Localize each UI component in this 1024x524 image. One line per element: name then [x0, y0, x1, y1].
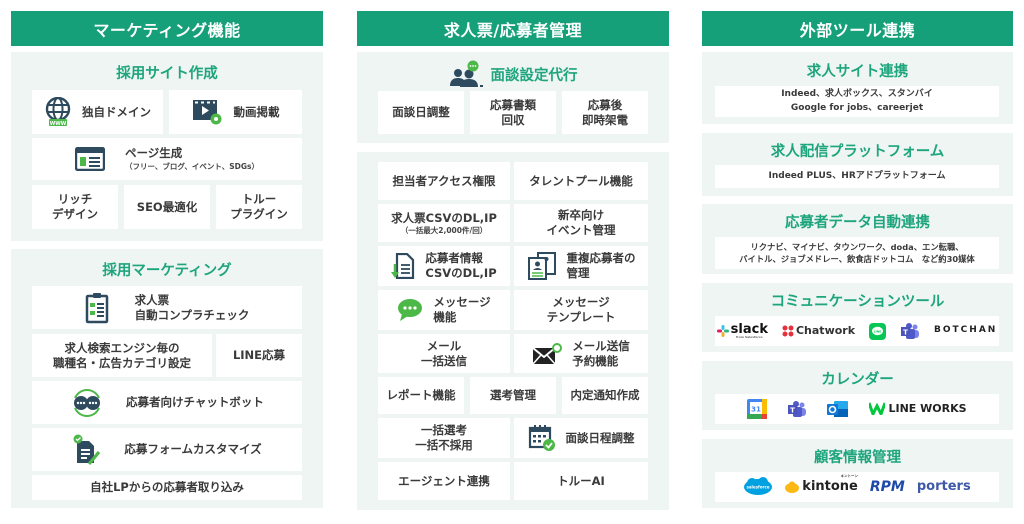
feature-page-generation: ページ生成 （フリー、ブログ、イベント、SDGs）: [32, 138, 302, 180]
feature-selection-management: 選考管理: [470, 377, 556, 414]
porters-logo: porters: [916, 478, 971, 494]
job-site-list: Indeed、求人ボックス、スタンバイ Google for jobs、care…: [715, 86, 999, 117]
section-title-communication: コミュニケーションツール: [770, 294, 945, 310]
column-job-applicant-management: 求人票/応募者管理 面談設定代行 面談日調整 応募書類 回収 応募後 即時架電 …: [357, 11, 669, 510]
section-management-features: 担当者アクセス権限 タレントプール機能 求人票CSVのDL,IP （一括最大2,…: [357, 152, 669, 510]
feature-document-collection: 応募書類 回収: [470, 91, 556, 134]
feature-true-plugin: トルー プラグイン: [216, 185, 302, 229]
section-recruit-marketing: 採用マーケティング 求人票 自動コンプラチェック 求人検索エンジン毎の 職種名・…: [11, 249, 323, 508]
feature-rich-design: リッチ デザイン: [32, 185, 118, 229]
communication-logos: slack from Salesforce Chatwork LINE T BO…: [715, 316, 999, 346]
form-edit-icon: [72, 434, 102, 466]
calendar-logos: 31 T LINE WORKS: [715, 394, 999, 424]
feature-chatbot: 応募者向けチャットボット: [32, 381, 302, 424]
feature-video-posting: 動画掲載: [169, 90, 302, 134]
feature-newgrad-event: 新卒向け イベント管理: [514, 204, 648, 242]
svg-text:salesforce: salesforce: [747, 485, 770, 490]
feature-interview-schedule: 面談日程調整: [514, 418, 648, 458]
slack-logo: slack from Salesforce: [716, 323, 768, 339]
feature-message-template: メッセージ テンプレート: [514, 290, 648, 330]
section-applicant-data-sync: 応募者データ自動連携 リクナビ、マイナビ、タウンワーク、doda、エン転職、 バ…: [702, 204, 1013, 274]
column-external-tools: 外部ツール連携 求人サイト連携 Indeed、求人ボックス、スタンバイ Goog…: [702, 11, 1013, 508]
feature-report: レポート機能: [378, 377, 464, 414]
feature-job-csv: 求人票CSVのDL,IP （一括最大2,000件/回）: [378, 204, 510, 242]
section-title-recruit-marketing: 採用マーケティング: [102, 263, 232, 279]
section-calendar: カレンダー 31 T LINE WORKS: [702, 361, 1013, 430]
feature-offer-notice: 内定通知作成: [562, 377, 648, 414]
section-communication-tools: コミュニケーションツール slack from Salesforce Chatw…: [702, 283, 1013, 352]
svg-text:T: T: [791, 406, 796, 414]
feature-bulk-mail: メール 一括送信: [378, 334, 510, 373]
feature-talent-pool: タレントプール機能: [514, 162, 648, 200]
section-title-interview-setup: 面談設定代行: [357, 60, 669, 88]
section-interview-setup: 面談設定代行 面談日調整 応募書類 回収 応募後 即時架電: [357, 52, 669, 143]
section-job-site-integration: 求人サイト連携 Indeed、求人ボックス、スタンバイ Google for j…: [702, 52, 1013, 124]
message-bubble-icon: [397, 298, 423, 322]
feature-compliance-check: 求人票 自動コンプラチェック: [32, 286, 302, 329]
line-logo: LINE: [869, 322, 887, 340]
section-title-recruit-site: 採用サイト作成: [116, 66, 218, 82]
column-header-job-applicant: 求人票/応募者管理: [357, 11, 669, 46]
section-crm: 顧客情報管理 salesforce キントーン kintone RPM port…: [702, 439, 1013, 508]
section-title-crm: 顧客情報管理: [814, 450, 901, 466]
feature-duplicate-applicants: 重複応募者の 管理: [514, 246, 648, 286]
scheduled-mail-icon: [532, 342, 563, 365]
video-gear-icon: [192, 98, 224, 126]
feature-instant-call: 応募後 即時架電: [562, 91, 648, 134]
feature-bulk-selection: 一括選考 一括不採用: [378, 418, 510, 458]
chatwork-logo: Chatwork: [782, 324, 855, 338]
feature-form-customize: 応募フォームカスタマイズ: [32, 428, 302, 471]
teams-calendar-logo: T: [787, 400, 807, 418]
feature-line-apply: LINE応募: [216, 334, 302, 377]
applicant-media-list: リクナビ、マイナビ、タウンワーク、doda、エン転職、 バイトル、ジョブメドレー…: [715, 237, 999, 269]
line-works-logo: LINE WORKS: [869, 402, 967, 416]
feature-agent-integration: エージェント連携: [378, 462, 510, 500]
feature-lp-import: 自社LPからの応募者取り込み: [32, 475, 302, 500]
feature-applicant-csv: 応募者情報 CSVのDL,IP: [378, 246, 510, 286]
rpm-logo: RPM: [869, 478, 905, 495]
svg-text:T: T: [903, 328, 908, 336]
calendar-check-icon: [528, 424, 556, 452]
botchan-logo: BOTCHAN: [934, 325, 998, 336]
duplicate-profile-icon: [527, 252, 557, 280]
column-marketing: マーケティング機能 採用サイト作成 WWW 独自ドメイン 動画掲載 ページ生成 …: [11, 11, 323, 508]
clipboard-checklist-icon: [85, 292, 109, 324]
interview-people-icon: [449, 60, 485, 88]
crm-logos: salesforce キントーン kintone RPM porters: [715, 472, 999, 502]
job-distribution-list: Indeed PLUS、HRアドプラットフォーム: [715, 165, 999, 188]
feature-seo: SEO最適化: [124, 185, 210, 229]
section-job-distribution: 求人配信プラットフォーム Indeed PLUS、HRアドプラットフォーム: [702, 133, 1013, 196]
outlook-logo: [827, 399, 849, 419]
feature-job-category-setting: 求人検索エンジン毎の 職種名・広告カテゴリ設定: [32, 334, 212, 377]
csv-download-icon: [391, 253, 415, 279]
feature-access-permission: 担当者アクセス権限: [378, 162, 510, 200]
chatbot-icon: [70, 388, 104, 418]
section-recruit-site: 採用サイト作成 WWW 独自ドメイン 動画掲載 ページ生成 （フリー、ブログ、イ…: [11, 52, 323, 241]
feature-true-ai: トルーAI: [514, 462, 648, 500]
google-calendar-logo: 31: [747, 399, 768, 419]
webpage-icon: [75, 147, 105, 171]
teams-logo: T: [900, 322, 920, 340]
feature-interview-date-adjust: 面談日調整: [378, 91, 464, 134]
section-title-calendar: カレンダー: [821, 372, 894, 388]
section-title-job-distribution: 求人配信プラットフォーム: [770, 144, 945, 160]
svg-text:31: 31: [752, 406, 762, 414]
feature-scheduled-mail: メール送信 予約機能: [514, 334, 648, 373]
salesforce-logo: salesforce: [743, 477, 773, 497]
svg-text:LINE: LINE: [874, 329, 882, 333]
feature-messaging: メッセージ 機能: [378, 290, 510, 330]
kintone-logo: キントーン kintone: [785, 474, 858, 496]
globe-www-icon: WWW: [44, 97, 72, 127]
section-title-job-site: 求人サイト連携: [806, 64, 909, 80]
column-header-marketing: マーケティング機能: [11, 11, 323, 46]
feature-custom-domain: WWW 独自ドメイン: [32, 90, 163, 134]
column-header-external-tools: 外部ツール連携: [702, 11, 1013, 46]
section-title-applicant-sync: 応募者データ自動連携: [785, 215, 930, 231]
svg-text:WWW: WWW: [50, 121, 67, 127]
